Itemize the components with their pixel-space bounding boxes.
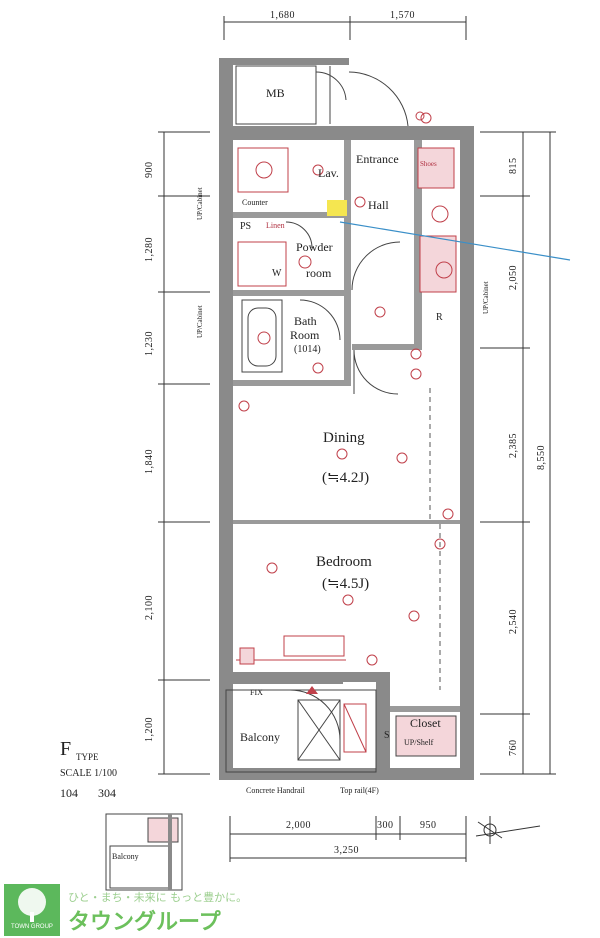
- up-cabinet-label-2: UP/Cabinet: [196, 305, 204, 338]
- right-dimension-4: 2,540: [508, 609, 519, 634]
- fix-label: FIX: [250, 688, 263, 697]
- counter-label: Counter: [242, 198, 268, 207]
- mini-balcony-label: Balcony: [112, 852, 139, 861]
- bedroom-size-label: (≒4.5J): [322, 576, 370, 592]
- right-dimension-lines: [480, 131, 556, 775]
- left-dimension-1: 900: [144, 161, 155, 179]
- bottom-dimension-3: 950: [420, 820, 437, 831]
- powder-label: Powder: [296, 240, 333, 254]
- bedroom-label: Bedroom: [316, 554, 372, 570]
- balcony-label: Balcony: [240, 730, 280, 744]
- hall-label: Hall: [368, 198, 389, 212]
- mb-label: MB: [266, 86, 285, 100]
- up-cabinet-label-3: UP/Cabinet: [482, 281, 490, 314]
- bottom-dimension-lines: [229, 816, 467, 862]
- brand-name: タウングループ: [68, 910, 221, 935]
- left-dimension-lines: [158, 131, 210, 775]
- right-total-dimension: 8,550: [536, 445, 547, 470]
- left-dimension-5: 2,100: [144, 595, 155, 620]
- top-dimension-lines: [223, 16, 467, 40]
- top-dimension-left: 1,680: [270, 10, 295, 21]
- closet-area: [395, 715, 457, 757]
- town-group-logo: TOWN GROUP: [4, 884, 60, 936]
- bottom-total-dimension: 3,250: [334, 845, 359, 856]
- bath-size-label: (1014): [294, 344, 321, 355]
- handrail-note: Concrete Handrail: [246, 786, 305, 795]
- unit-number-1: 104: [60, 786, 78, 800]
- left-dimension-6: 1,200: [144, 717, 155, 742]
- top-dimension-right: 1,570: [390, 10, 415, 21]
- r-label: R: [436, 312, 443, 323]
- bedroom-window: [236, 635, 346, 665]
- ps-label: PS: [240, 221, 252, 232]
- right-dimension-1: 815: [508, 157, 519, 175]
- wet-area-fixtures: [237, 111, 457, 666]
- top-rail-note: Top rail(4F): [340, 786, 379, 795]
- bottom-dimension-1: 2,000: [286, 820, 311, 831]
- type-word: TYPE: [76, 752, 99, 762]
- right-dimension-3: 2,385: [508, 433, 519, 458]
- unit-number-2: 304: [98, 786, 116, 800]
- scale-label: SCALE 1/100: [60, 768, 117, 779]
- powder-room-label: room: [306, 266, 332, 280]
- right-dimension-5: 760: [508, 739, 519, 757]
- w-label: W: [272, 268, 282, 279]
- exterior-walls: [219, 58, 474, 780]
- pointer-line: [339, 221, 571, 261]
- mini-key-plan: [105, 813, 183, 891]
- tree-icon: [18, 888, 46, 916]
- doors: [285, 221, 401, 395]
- balcony-area: [225, 686, 377, 773]
- logo-caption: TOWN GROUP: [11, 924, 53, 930]
- bottom-dimension-2: 300: [377, 820, 394, 831]
- right-dimension-2: 2,050: [508, 265, 519, 290]
- mb-box: [235, 65, 409, 127]
- shoes-label: Shoes: [420, 160, 437, 168]
- dining-size-label: (≒4.2J): [322, 470, 370, 486]
- up-cabinet-label-1: UP/Cabinet: [196, 187, 204, 220]
- interior-walls: [233, 140, 460, 712]
- lav-label: Lav.: [318, 166, 339, 180]
- type-letter: F: [60, 738, 72, 760]
- dining-label: Dining: [323, 430, 365, 446]
- brand-tagline: ひと・まち・未来に もっと豊かに。: [68, 891, 248, 904]
- left-dimension-4: 1,840: [144, 449, 155, 474]
- s-label: S: [384, 730, 390, 741]
- bath-room-label: Room: [290, 328, 320, 342]
- closet-shelf-label: UP/Shelf: [404, 738, 434, 747]
- left-dimension-3: 1,230: [144, 331, 155, 356]
- bath-label: Bath: [294, 314, 317, 328]
- left-dimension-2: 1,280: [144, 237, 155, 262]
- closet-label: Closet: [410, 716, 441, 730]
- sliding-partition: [429, 388, 441, 690]
- compass-icon: [475, 816, 541, 844]
- highlight-marker: [327, 200, 347, 216]
- linen-label: Linen: [266, 221, 285, 230]
- entrance-label: Entrance: [356, 152, 399, 166]
